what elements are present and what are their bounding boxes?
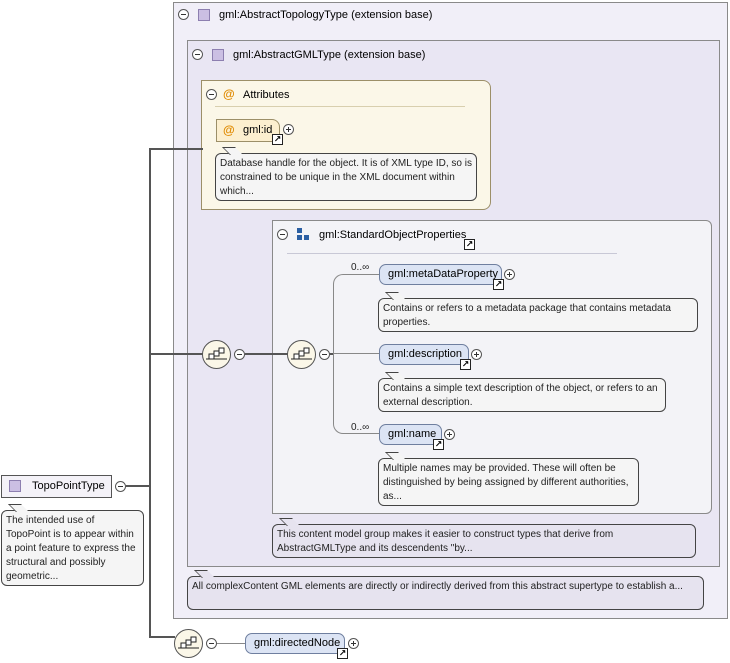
root-type-label: TopoPointType [32, 480, 105, 492]
main-trunk [149, 149, 151, 637]
link-arrow-icon[interactable]: ↗ [460, 359, 471, 370]
root-type-topo-point[interactable]: TopoPointType [1, 475, 112, 498]
attribute-gml-id[interactable]: gml:id [216, 119, 280, 142]
abstract-topology-annotation: All complexContent GML elements are dire… [187, 576, 704, 610]
expand-description-icon[interactable] [471, 349, 482, 360]
abstract-gml-title: gml:AbstractGMLType (extension base) [233, 49, 426, 61]
element-directed-node[interactable]: gml:directedNode [245, 633, 345, 654]
root-connector [126, 485, 150, 487]
complex-type-icon [212, 49, 224, 61]
sequence-compositor-icon[interactable] [287, 340, 316, 369]
attributes-title: Attributes [243, 89, 290, 101]
standard-properties-title: gml:StandardObjectProperties [319, 229, 467, 241]
directed-node-connector [216, 643, 246, 644]
description-annotation: Contains a simple text description of th… [378, 378, 666, 412]
collapse-root-icon[interactable] [115, 481, 126, 492]
trunk-to-sequence [149, 353, 203, 355]
collapse-attributes-icon[interactable] [206, 89, 217, 100]
gml-id-annotation: Database handle for the object. It is of… [215, 153, 477, 201]
element-description[interactable]: gml:description [379, 344, 469, 365]
metadata-annotation: Contains or refers to a metadata package… [378, 298, 698, 332]
trunk-to-directed-node [149, 636, 175, 638]
expand-metadata-icon[interactable] [504, 269, 515, 280]
root-annotation: The intended use of TopoPoint is to appe… [1, 510, 144, 586]
seq2-branch-bracket [333, 274, 379, 434]
metadata-occurrence: 0..∞ [351, 262, 370, 273]
collapse-sequence-icon[interactable] [319, 349, 330, 360]
trunk-top-curve [149, 148, 203, 150]
collapse-standard-properties-icon[interactable] [277, 229, 288, 240]
attribute-gml-id-label: gml:id [243, 124, 273, 136]
group-icon [297, 228, 309, 240]
collapse-abstract-gml-icon[interactable] [192, 49, 203, 60]
link-arrow-icon[interactable]: ↗ [337, 648, 348, 659]
expand-gml-id-icon[interactable] [283, 124, 294, 135]
collapse-sequence-icon[interactable] [234, 349, 245, 360]
standard-properties-divider [287, 253, 617, 254]
link-arrow-icon[interactable]: ↗ [433, 439, 444, 450]
seq2-branch [329, 353, 334, 355]
complex-type-icon [9, 480, 21, 492]
name-annotation: Multiple names may be provided. These wi… [378, 458, 639, 506]
attributes-divider [215, 106, 465, 107]
collapse-sequence-icon[interactable] [206, 638, 217, 649]
link-arrow-icon[interactable]: ↗ [493, 279, 504, 290]
name-occurrence: 0..∞ [351, 422, 370, 433]
attribute-at-icon: @ [223, 87, 235, 101]
expand-directed-node-icon[interactable] [348, 638, 359, 649]
sequence-compositor-icon[interactable] [174, 629, 203, 658]
link-arrow-icon[interactable]: ↗ [272, 134, 283, 145]
abstract-topology-title: gml:AbstractTopologyType (extension base… [219, 9, 433, 21]
seq1-to-seq2 [245, 353, 288, 355]
element-metadata-property[interactable]: gml:metaDataProperty [379, 264, 502, 285]
complex-type-icon [198, 9, 210, 21]
expand-name-icon[interactable] [444, 429, 455, 440]
standard-properties-annotation: This content model group makes it easier… [272, 524, 696, 558]
sequence-compositor-icon[interactable] [202, 340, 231, 369]
collapse-abstract-topology-icon[interactable] [178, 9, 189, 20]
branch-to-description [333, 353, 379, 354]
element-name[interactable]: gml:name [379, 424, 442, 445]
attribute-at-icon: @ [223, 123, 235, 137]
link-arrow-icon[interactable]: ↗ [464, 239, 475, 250]
